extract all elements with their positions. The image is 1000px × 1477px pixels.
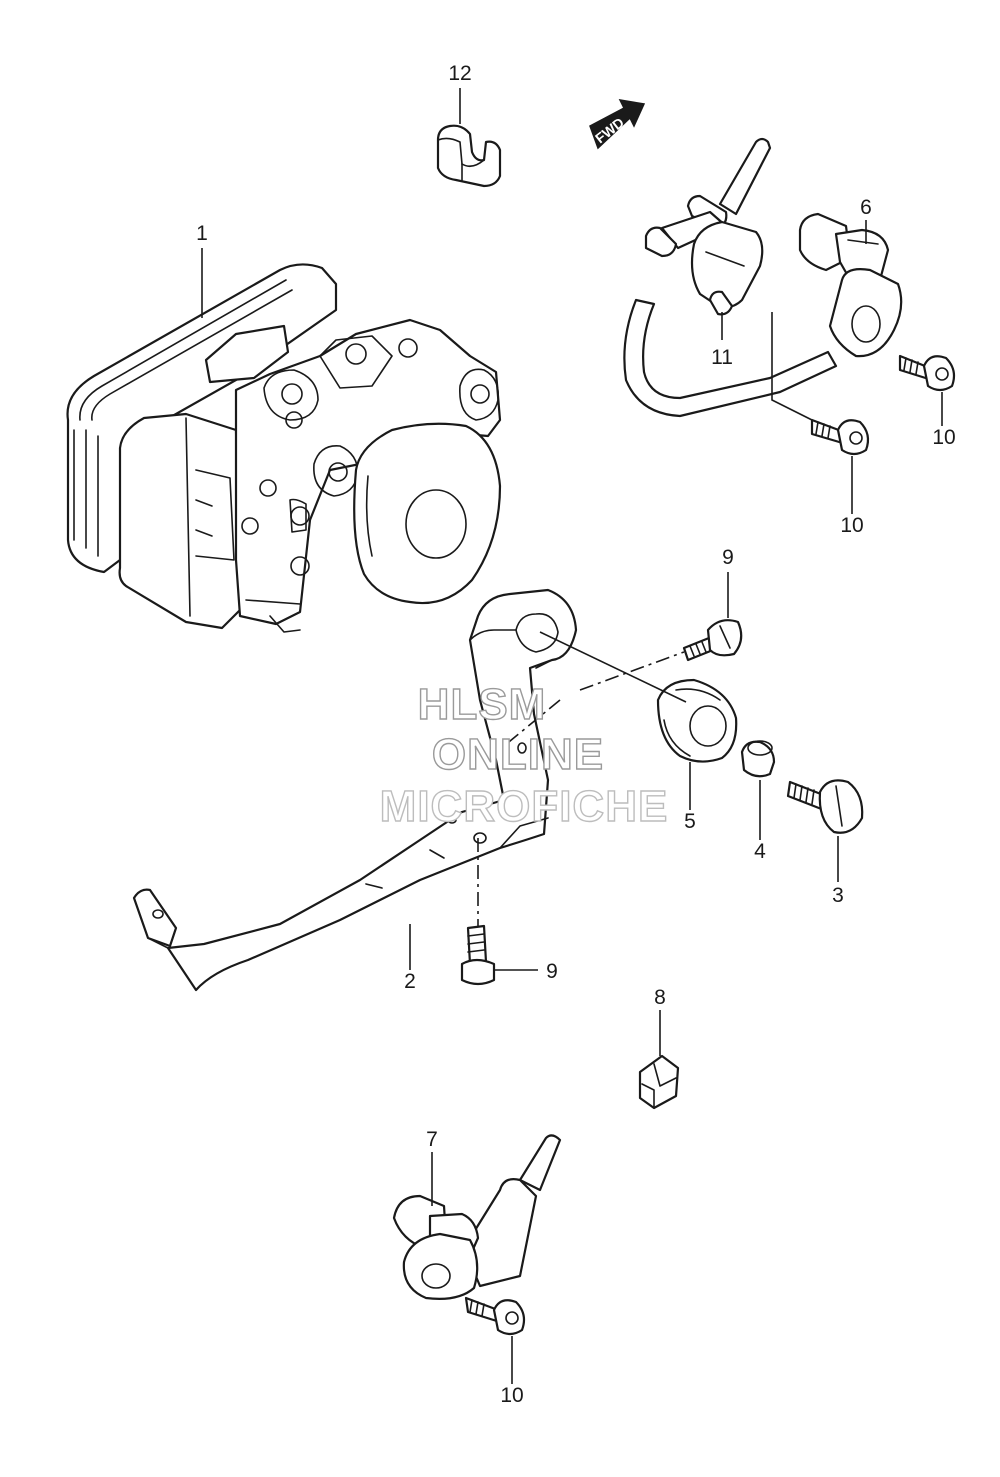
watermark-line-2: ONLINE	[431, 729, 605, 779]
grommet-part-5	[656, 678, 738, 763]
callout-9-a: 9	[722, 546, 734, 569]
rear-speed-sensor-part-7	[392, 1134, 562, 1300]
bolt-part-10-c	[464, 1296, 526, 1336]
watermark-line-1: HLSM	[417, 679, 547, 729]
callout-11: 11	[711, 346, 733, 369]
callout-2: 2	[404, 970, 416, 993]
callout-12: 12	[448, 62, 471, 85]
bolt-part-10-b	[810, 418, 870, 456]
bolt-part-9-a	[682, 619, 743, 662]
callout-9-b: 9	[546, 960, 558, 983]
callout-10-a: 10	[932, 426, 955, 449]
callout-7: 7	[426, 1128, 438, 1151]
wheel-speed-sensor-part-11	[623, 137, 838, 418]
speed-sensor-part-6	[798, 212, 903, 358]
callout-3: 3	[832, 884, 844, 907]
flange-bolt-part-3	[786, 779, 864, 834]
callout-numbers: 12 1 6 11 10 10 9 5 4 3 2 9 8 7 10	[196, 62, 956, 1407]
callout-1: 1	[196, 222, 208, 245]
callout-10-c: 10	[500, 1384, 523, 1407]
collar-part-4	[740, 740, 776, 778]
clamp-part-8	[638, 1054, 680, 1110]
clamp-part-12	[436, 124, 502, 188]
watermark-line-3: MICROFICHE	[379, 781, 669, 831]
bolt-part-10-a	[898, 354, 956, 392]
abs-hydraulic-unit-part-1	[66, 263, 502, 633]
bolt-part-9-b	[460, 924, 496, 986]
callout-10-b: 10	[840, 514, 863, 537]
callout-8: 8	[654, 986, 666, 1009]
callout-4: 4	[754, 840, 766, 863]
callout-5: 5	[684, 810, 696, 833]
callout-6: 6	[860, 196, 872, 219]
fwd-arrow-icon: FWD	[589, 99, 646, 150]
bracket-part-2	[132, 588, 578, 992]
leader-lines	[201, 88, 943, 1384]
